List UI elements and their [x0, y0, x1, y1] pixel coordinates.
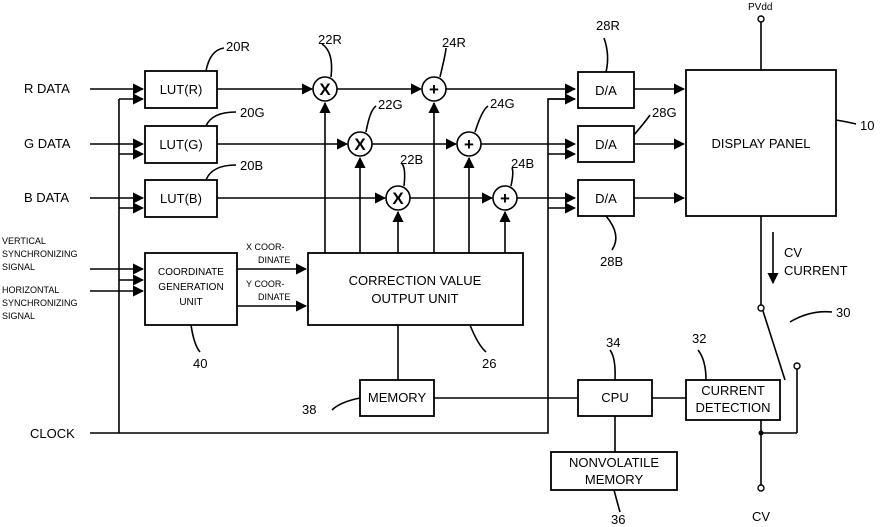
ref-26: 26: [482, 356, 496, 371]
da-g-label: D/A: [595, 137, 617, 152]
junction-dot: [759, 431, 764, 436]
ref-20B: 20B: [240, 158, 263, 173]
hsync-label-1: HORIZONTAL: [2, 285, 59, 295]
hsync-label-2: SYNCHRONIZING: [2, 298, 78, 308]
mult-r-symbol: X: [319, 80, 331, 99]
ref-36: 36: [611, 512, 625, 527]
cv-terminal: [758, 485, 764, 491]
ref-28R: 28R: [596, 18, 620, 33]
b-data-label: B DATA: [24, 190, 69, 205]
ref-40: 40: [193, 356, 207, 371]
add-g-symbol: +: [464, 135, 474, 154]
ref-30-leader: [790, 312, 832, 322]
ref-26-leader: [470, 325, 486, 352]
correction-label-2: OUTPUT UNIT: [371, 291, 458, 306]
ref-22G-leader: [366, 106, 376, 132]
current-detection-label-2: DETECTION: [695, 400, 770, 415]
da-b-label: D/A: [595, 191, 617, 206]
ref-28B: 28B: [600, 254, 623, 269]
x-coord-label-1: X COOR-: [246, 242, 285, 252]
y-coord-label-1: Y COOR-: [246, 279, 284, 289]
display-panel-label: DISPLAY PANEL: [712, 136, 811, 151]
mult-g-symbol: X: [354, 135, 366, 154]
cv-current-label-2: CURRENT: [784, 263, 848, 278]
lut-g-label: LUT(G): [159, 137, 202, 152]
vsync-label-3: SIGNAL: [2, 262, 35, 272]
da-r-label: D/A: [595, 83, 617, 98]
mult-b-symbol: X: [392, 189, 404, 208]
ref-20B-leader: [206, 165, 236, 180]
add-b-symbol: +: [500, 189, 510, 208]
ref-24R: 24R: [442, 35, 466, 50]
cv-current-label-1: CV: [784, 245, 802, 260]
x-coord-label-2: DINATE: [258, 255, 290, 265]
ref-36-leader: [614, 490, 620, 512]
ref-32: 32: [692, 331, 706, 346]
ref-24G: 24G: [490, 96, 515, 111]
switch-arm: [763, 311, 785, 380]
correction-label-1: CORRECTION VALUE: [349, 273, 482, 288]
ref-22R: 22R: [318, 32, 342, 47]
g-data-label: G DATA: [24, 136, 71, 151]
ref-24R-leader: [440, 48, 446, 77]
coord-gen-label-1: COORDINATE: [158, 267, 224, 278]
ref-30: 30: [836, 305, 850, 320]
current-detection-label-1: CURRENT: [701, 383, 765, 398]
ref-20R: 20R: [226, 39, 250, 54]
pvdd-terminal: [758, 16, 764, 22]
cpu-label: CPU: [601, 390, 628, 405]
ref-28R-leader: [604, 38, 608, 72]
hsync-label-3: SIGNAL: [2, 311, 35, 321]
switch-terminal-right: [794, 363, 800, 369]
ref-24G-leader: [475, 106, 488, 132]
cv-label: CV: [752, 509, 770, 524]
ref-38-leader: [332, 398, 360, 410]
lut-r-label: LUT(R): [160, 82, 203, 97]
ref-28B-leader: [606, 216, 616, 250]
ref-20G: 20G: [240, 105, 265, 120]
y-coord-label-2: DINATE: [258, 292, 290, 302]
add-r-symbol: +: [429, 80, 439, 99]
lut-b-label: LUT(B): [160, 191, 202, 206]
pvdd-label: PVdd: [748, 2, 772, 13]
ref-34: 34: [606, 335, 620, 350]
ref-10: 10: [860, 118, 874, 133]
ref-22R-leader: [322, 44, 332, 77]
ref-24B: 24B: [511, 156, 534, 171]
clock-label: CLOCK: [30, 426, 75, 441]
r-data-label: R DATA: [24, 81, 70, 96]
ref-22B-leader: [402, 164, 405, 186]
coord-gen-label-2: GENERATION: [158, 282, 223, 293]
vsync-label-1: VERTICAL: [2, 236, 46, 246]
memory-label: MEMORY: [368, 390, 427, 405]
ref-28G: 28G: [652, 105, 677, 120]
ref-20R-leader: [206, 48, 224, 71]
switch-terminal-top: [758, 305, 764, 311]
ref-20G-leader: [206, 112, 236, 126]
coord-gen-label-3: UNIT: [179, 297, 202, 308]
nonvolatile-label-1: NONVOLATILE: [569, 455, 659, 470]
ref-22G: 22G: [378, 97, 403, 112]
ref-32-leader: [698, 350, 706, 380]
ref-38: 38: [302, 402, 316, 417]
correction-value-block: [308, 253, 523, 325]
nonvolatile-label-2: MEMORY: [585, 472, 644, 487]
ref-10-leader: [836, 120, 856, 124]
ref-40-leader: [191, 325, 200, 352]
ref-28G-leader: [634, 115, 650, 135]
vsync-label-2: SYNCHRONIZING: [2, 249, 78, 259]
ref-34-leader: [610, 350, 615, 380]
ref-22B: 22B: [400, 152, 423, 167]
